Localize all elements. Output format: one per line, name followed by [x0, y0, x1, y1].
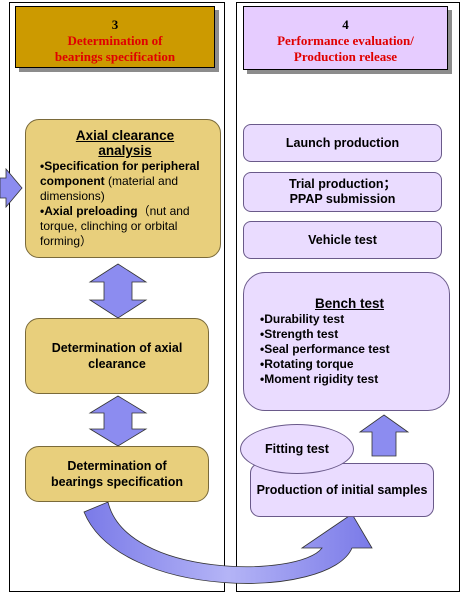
axial-bullet-2-normal: （nut and torque, clinching or orbital fo… — [40, 204, 190, 248]
determination-axial-clearance-box: Determination of axial clearance — [25, 318, 209, 394]
bench-test-title: Bench test — [314, 296, 385, 311]
launch-production-box: Launch production — [243, 124, 442, 162]
bench-item-5: •Moment rigidity test — [260, 372, 379, 386]
determination-axial-text: Determination of axial clearance — [51, 341, 183, 371]
fitting-test-text: Fitting test — [265, 442, 329, 456]
up-arrow-icon — [358, 414, 410, 457]
axial-bullet-2: •Axial preloading（nut and torque, clinch… — [40, 204, 210, 249]
right-header: 4 Performance evaluation/ Production rel… — [243, 6, 448, 70]
axial-bullet-1: •Specification for peripheral component … — [40, 159, 210, 204]
trial-production-line1: Trial production； — [289, 177, 396, 191]
axial-bullet-1-bold: •Specification for peripheral component — [40, 159, 200, 188]
axial-clearance-analysis-box: Axial clearance analysis •Specification … — [25, 119, 221, 258]
determination-bearings-text: Determination of bearings specification — [51, 459, 183, 489]
fitting-test-ellipse: Fitting test — [240, 424, 354, 474]
right-header-title-line1: Performance evaluation/ — [277, 33, 414, 48]
trial-production-line2: PPAP submission — [289, 192, 396, 206]
left-header-title-line1: Determination of — [67, 33, 163, 48]
vehicle-test-box: Vehicle test — [243, 221, 442, 259]
bench-item-3: •Seal performance test — [260, 342, 390, 356]
double-arrow-lower-icon — [88, 395, 148, 447]
axial-title-line1: Axial clearance — [75, 128, 175, 143]
left-header-number: 3 — [111, 17, 119, 32]
bench-test-box: Bench test •Durability test •Strength te… — [243, 272, 450, 411]
axial-title-line2: analysis — [98, 143, 152, 158]
production-initial-text: Production of initial samples — [256, 483, 428, 497]
incoming-arrow-icon — [0, 167, 23, 209]
bench-item-1: •Durability test — [260, 312, 345, 326]
determination-bearings-box: Determination of bearings specification — [25, 446, 209, 502]
left-header: 3 Determination of bearings specificatio… — [15, 6, 215, 68]
double-arrow-upper-icon — [88, 263, 148, 319]
right-header-title-line2: Production release — [293, 49, 398, 64]
curved-arrow-icon — [83, 501, 373, 584]
trial-production-box: Trial production； PPAP submission — [243, 172, 442, 212]
axial-bullet-1-normal: (material and dimensions) — [40, 174, 179, 203]
launch-production-text: Launch production — [285, 136, 400, 150]
axial-bullet-2-bold: •Axial preloading — [40, 204, 138, 218]
bench-item-2: •Strength test — [260, 327, 339, 341]
right-header-number: 4 — [342, 17, 349, 32]
left-header-title-line2: bearings specification — [54, 49, 176, 64]
bench-item-4: •Rotating torque — [260, 357, 354, 371]
vehicle-test-text: Vehicle test — [308, 233, 377, 247]
